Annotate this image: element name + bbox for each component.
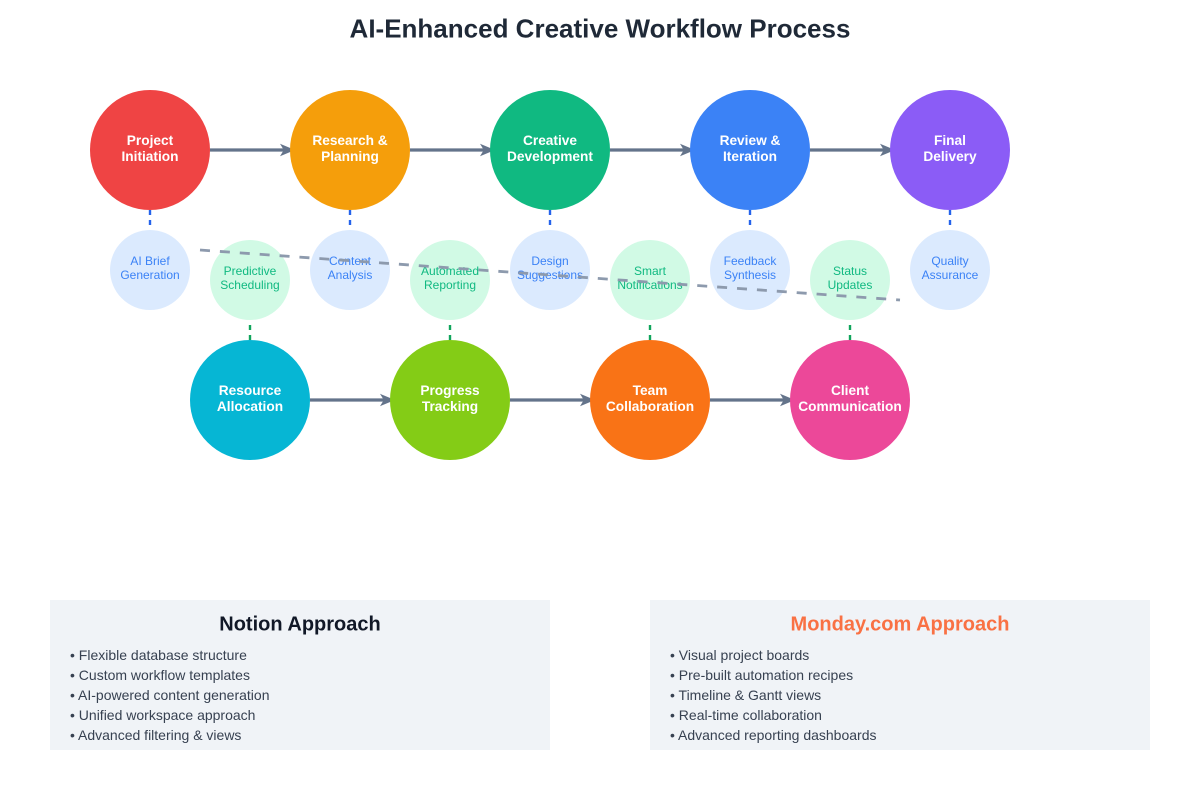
svg-text:• Advanced filtering & views: • Advanced filtering & views xyxy=(70,727,241,743)
svg-text:• Visual project boards: • Visual project boards xyxy=(670,647,809,663)
svg-text:AI-Enhanced Creative Workflow: AI-Enhanced Creative Workflow Process xyxy=(350,14,851,44)
svg-text:• Custom workflow templates: • Custom workflow templates xyxy=(70,667,250,683)
svg-text:Notion Approach: Notion Approach xyxy=(219,614,380,636)
svg-text:• Pre-built automation recipes: • Pre-built automation recipes xyxy=(670,667,853,683)
svg-text:Monday.com Approach: Monday.com Approach xyxy=(791,614,1010,636)
svg-text:• AI-powered content generatio: • AI-powered content generation xyxy=(70,687,269,703)
svg-text:• Unified workspace approach: • Unified workspace approach xyxy=(70,707,255,723)
svg-text:• Flexible database structure: • Flexible database structure xyxy=(70,647,247,663)
svg-text:• Timeline & Gantt views: • Timeline & Gantt views xyxy=(670,687,821,703)
svg-text:Research &Planning: Research &Planning xyxy=(312,133,387,164)
svg-text:Review &Iteration: Review &Iteration xyxy=(720,133,781,164)
svg-text:• Advanced reporting dashboard: • Advanced reporting dashboards xyxy=(670,727,877,743)
svg-text:• Real-time collaboration: • Real-time collaboration xyxy=(670,707,822,723)
